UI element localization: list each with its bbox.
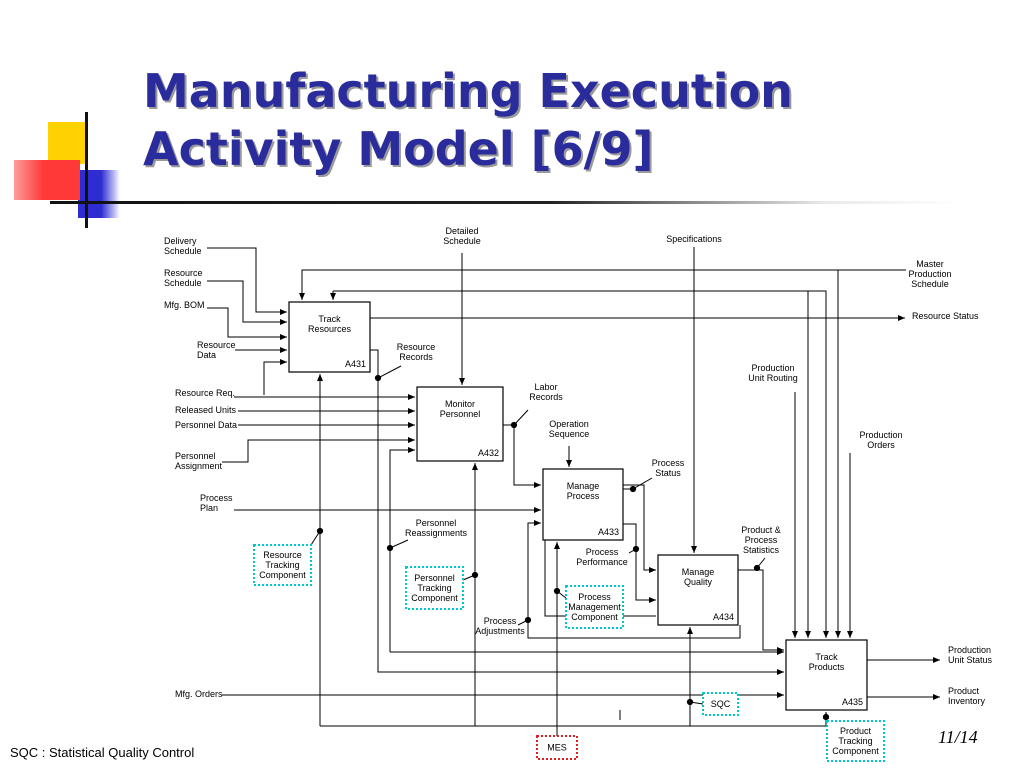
junction-dot	[686, 698, 694, 706]
component-personnel-tracking	[405, 566, 464, 610]
leader-resource-records	[377, 365, 402, 379]
activity-box-a434	[657, 554, 739, 626]
junction-dot	[753, 564, 761, 572]
junction-dot	[553, 587, 561, 595]
page-number: 11/14	[938, 727, 978, 747]
activity-box-a433	[542, 468, 624, 541]
deco-vertical-line	[85, 112, 88, 228]
activity-box-a431	[288, 301, 371, 373]
activity-box-a432	[416, 386, 504, 462]
activity-code-a432: A432	[478, 448, 499, 458]
mech-bus	[320, 719, 827, 727]
junction-dot	[629, 485, 637, 493]
arrow-delivery-schedule	[207, 247, 287, 315]
input-released-units: Released Units	[175, 405, 237, 415]
deco-yellow-square	[48, 122, 86, 164]
junction-dot	[316, 527, 324, 535]
arrow-resource-schedule	[207, 280, 287, 325]
footnote: SQC : Statistical Quality Control	[10, 745, 195, 760]
leader-process-status	[632, 477, 653, 490]
arrow-a431-feedback	[263, 359, 287, 395]
junction-dot	[524, 616, 532, 624]
component-product-tracking	[826, 720, 885, 762]
arrow-mfg-bom	[207, 307, 287, 340]
activity-code-a434: A434	[713, 612, 734, 622]
control-specifications: Specifications	[666, 234, 722, 244]
input-resource-req: Resource Req.	[175, 388, 235, 398]
junction-dot	[471, 571, 479, 579]
leader-labor-records	[513, 409, 529, 426]
activity-code-a435: A435	[842, 697, 863, 707]
arrow-personnel-assignment	[222, 437, 415, 463]
flow-a434-to-a435	[738, 569, 784, 653]
title-rule	[50, 201, 960, 204]
activity-code-a433: A433	[598, 527, 619, 537]
bus-mps-2	[333, 290, 829, 638]
leader-personnel-reassign	[389, 539, 409, 549]
bus-master-schedule-1	[299, 269, 906, 300]
junction-dot	[374, 374, 382, 382]
input-personnel-data: Personnel Data	[175, 420, 237, 430]
junction-dot	[632, 545, 640, 553]
input-mfg-bom: Mfg. BOM	[164, 300, 205, 310]
title-line-1: Manufacturing Execution	[143, 64, 793, 118]
flow-process-performance	[623, 523, 656, 603]
flow-process-status	[623, 484, 656, 573]
component-label-mes: MES	[547, 743, 567, 753]
component-sqc	[702, 692, 739, 716]
activity-box-a435	[785, 639, 868, 711]
flow-reassign-loop	[389, 447, 415, 652]
junction-dot	[510, 421, 518, 429]
junction-dot	[386, 544, 394, 552]
input-mfg-orders: Mfg. Orders	[175, 689, 223, 699]
component-mes	[536, 735, 578, 760]
flow-a431-out	[370, 349, 784, 675]
component-label-sqc: SQC	[711, 699, 731, 709]
flow-a432-out	[503, 424, 541, 488]
output-resource-status: Resource Status	[912, 311, 979, 321]
deco-red-square	[14, 160, 80, 200]
junction-dot	[822, 713, 830, 721]
component-process-management	[565, 585, 624, 629]
component-resource-tracking	[253, 544, 312, 586]
flow-process-adjustments	[527, 520, 741, 639]
activity-code-a431: A431	[345, 359, 366, 369]
slide-title: Manufacturing Execution Activity Model […	[143, 62, 793, 178]
title-line-2: Activity Model [6/9]	[143, 122, 654, 176]
